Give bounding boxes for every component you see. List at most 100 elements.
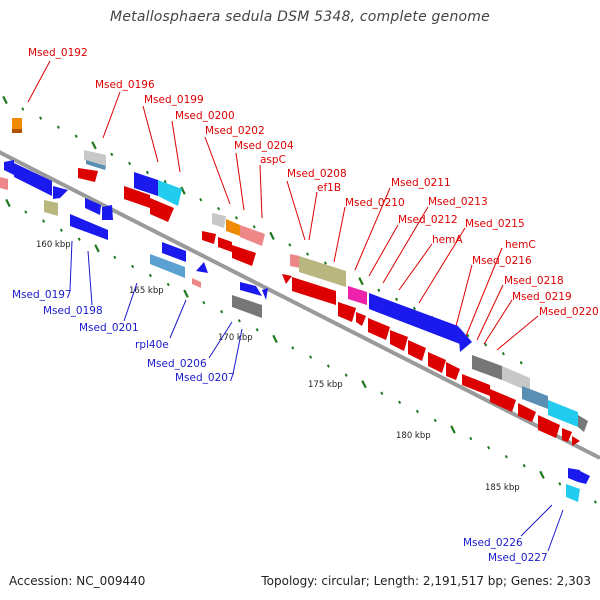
minor-tick bbox=[466, 333, 470, 338]
minor-tick bbox=[291, 346, 295, 350]
minor-tick bbox=[377, 288, 381, 292]
major-tick bbox=[183, 289, 189, 298]
minor-tick bbox=[593, 500, 597, 504]
gene-label-msed-0199: Msed_0199 bbox=[144, 94, 204, 106]
minor-tick bbox=[163, 179, 167, 184]
minor-tick bbox=[128, 161, 132, 166]
minor-tick bbox=[237, 319, 241, 323]
minor-tick bbox=[110, 152, 114, 157]
minor-tick bbox=[145, 170, 149, 175]
major-tick bbox=[269, 231, 275, 240]
minor-tick bbox=[433, 418, 437, 423]
minor-tick bbox=[398, 400, 402, 405]
minor-tick bbox=[326, 364, 330, 368]
gene-label-msed-0215: Msed_0215 bbox=[465, 218, 525, 230]
top-callouts bbox=[27, 60, 539, 351]
gene-label-msed-0196: Msed_0196 bbox=[95, 79, 155, 91]
gene-label-msed-0200: Msed_0200 bbox=[175, 110, 235, 122]
scale-label-160: 160 kbp bbox=[36, 240, 71, 250]
gene-features bbox=[0, 118, 590, 502]
major-tick bbox=[5, 198, 11, 208]
gene-label-msed-0227: Msed_0227 bbox=[488, 552, 548, 564]
minor-tick bbox=[24, 210, 28, 214]
gene-label-msed-0206: Msed_0206 bbox=[147, 358, 207, 370]
gene-label-hema: hemA bbox=[432, 234, 463, 246]
gene-label-msed-0192: Msed_0192 bbox=[28, 47, 88, 59]
major-tick bbox=[539, 470, 545, 479]
gene-label-msed-0201: Msed_0201 bbox=[79, 322, 139, 334]
minor-tick bbox=[504, 454, 508, 459]
gene-label-msed-0204: Msed_0204 bbox=[234, 140, 294, 152]
minor-tick bbox=[217, 207, 221, 211]
minor-tick bbox=[306, 252, 310, 256]
minor-tick bbox=[131, 264, 135, 269]
minor-tick bbox=[323, 261, 327, 265]
minor-tick bbox=[252, 225, 256, 229]
minor-tick bbox=[199, 197, 203, 202]
genome-backbone bbox=[0, 150, 600, 460]
top-gene-labels: Msed_0192 Msed_0196 Msed_0199 Msed_0200 … bbox=[28, 47, 599, 318]
minor-tick bbox=[166, 282, 170, 287]
minor-tick bbox=[77, 237, 81, 241]
minor-tick bbox=[59, 228, 63, 232]
minor-tick bbox=[522, 464, 526, 468]
minor-tick bbox=[415, 409, 419, 414]
scale-label-180: 180 kbp bbox=[396, 431, 431, 441]
minor-tick bbox=[469, 436, 473, 441]
minor-tick bbox=[484, 342, 488, 347]
gene-label-aspc: aspC bbox=[260, 154, 286, 166]
major-tick bbox=[94, 244, 100, 253]
minor-tick bbox=[148, 273, 152, 278]
scale-label-185: 185 kbp bbox=[485, 483, 520, 493]
gene-label-msed-0216: Msed_0216 bbox=[472, 255, 532, 267]
gene-label-msed-0211: Msed_0211 bbox=[391, 177, 451, 189]
scale-ticks bbox=[2, 95, 597, 504]
scale-label-165: 165 kbp bbox=[129, 286, 164, 296]
gene-label-msed-0218: Msed_0218 bbox=[504, 275, 564, 287]
major-tick bbox=[2, 95, 8, 105]
gene-label-ef1b: ef1B bbox=[317, 182, 341, 194]
gene-label-msed-0210: Msed_0210 bbox=[345, 197, 405, 209]
gene-label-msed-0202: Msed_0202 bbox=[205, 125, 265, 137]
minor-tick bbox=[487, 445, 491, 450]
minor-tick bbox=[21, 107, 25, 111]
gene-label-msed-0213: Msed_0213 bbox=[428, 196, 488, 208]
minor-tick bbox=[288, 243, 292, 247]
scale-label-170: 170 kbp bbox=[218, 333, 253, 343]
minor-tick bbox=[395, 297, 399, 302]
accession-text: Accession: NC_009440 bbox=[9, 574, 146, 588]
minor-tick bbox=[309, 355, 313, 359]
minor-tick bbox=[42, 219, 46, 223]
minor-tick bbox=[202, 300, 206, 305]
map-title: Metallosphaera sedula DSM 5348, complete… bbox=[110, 9, 490, 25]
minor-tick bbox=[39, 116, 43, 120]
minor-tick bbox=[56, 125, 60, 129]
minor-tick bbox=[234, 216, 238, 220]
gene-label-msed-0226: Msed_0226 bbox=[463, 537, 523, 549]
gene-label-rpl40e: rpl40e bbox=[135, 339, 169, 351]
minor-tick bbox=[519, 361, 523, 365]
minor-tick bbox=[220, 310, 224, 314]
minor-tick bbox=[380, 391, 384, 395]
bottom-gene-labels: Msed_0197 Msed_0198 Msed_0201 rpl40e Mse… bbox=[12, 289, 548, 564]
major-tick bbox=[180, 186, 186, 195]
gene-label-msed-0207: Msed_0207 bbox=[175, 372, 235, 384]
gene-label-msed-0198: Msed_0198 bbox=[43, 305, 103, 317]
major-tick bbox=[358, 277, 364, 286]
gene-label-msed-0208: Msed_0208 bbox=[287, 168, 347, 180]
gene-label-hemc: hemC bbox=[505, 239, 536, 251]
minor-tick bbox=[558, 482, 562, 486]
major-tick bbox=[91, 141, 97, 150]
genome-summary: Topology: circular; Length: 2,191,517 bp… bbox=[261, 574, 591, 588]
gene-label-msed-0220: Msed_0220 bbox=[539, 306, 599, 318]
minor-tick bbox=[74, 134, 78, 138]
minor-tick bbox=[344, 373, 348, 377]
major-tick bbox=[272, 334, 278, 343]
gene-label-msed-0197: Msed_0197 bbox=[12, 289, 72, 301]
major-tick bbox=[450, 425, 456, 434]
minor-tick bbox=[113, 255, 117, 260]
scale-label-175: 175 kbp bbox=[308, 380, 343, 390]
minor-tick bbox=[501, 351, 505, 356]
minor-tick bbox=[255, 328, 259, 332]
